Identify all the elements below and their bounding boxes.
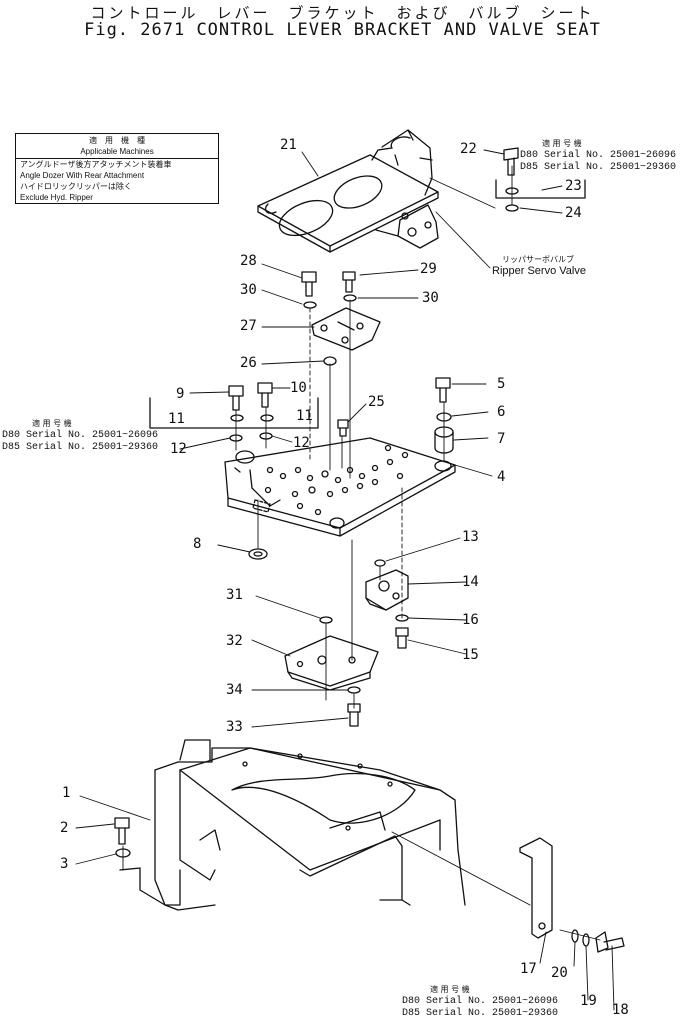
callout-12-left: 12 [170, 441, 187, 457]
callout-13: 13 [462, 529, 479, 545]
callout-4: 4 [497, 469, 506, 485]
applicable-line2-en: Exclude Hyd. Ripper [20, 193, 93, 202]
callout-30-left: 30 [240, 282, 257, 298]
serial-header-left: 適 用 号 機 [32, 419, 72, 428]
callout-34: 34 [226, 682, 243, 698]
callout-31: 31 [226, 587, 243, 603]
title-japanese: コントロール レバー ブラケット および バルブ シート [90, 4, 595, 22]
callout-32: 32 [226, 633, 243, 649]
applicable-machines-header: 適 用 機 種 Applicable Machines [16, 134, 218, 159]
serial-block-left: 適 用 号 機 D80 Serial No. 25001~26096 D85 S… [2, 418, 158, 454]
callout-5: 5 [497, 376, 506, 392]
applicable-line1-jp: アングルドーザ後方アタッチメント装着車 [20, 160, 172, 169]
callout-3: 3 [60, 856, 69, 872]
part-27-bracket-plate [311, 307, 381, 351]
part-32-bracket-plate [284, 635, 379, 691]
serial-header-top: 適 用 号 機 [542, 139, 582, 148]
applicable-line1-en: Angle Dozer With Rear Attachment [20, 171, 145, 180]
callout-10: 10 [290, 380, 307, 396]
part-1-lever-bracket-frame [119, 739, 466, 911]
callout-8: 8 [193, 536, 202, 552]
leader-lines [75, 149, 615, 1011]
part-4-main-plate [224, 437, 456, 537]
callout-29: 29 [420, 261, 437, 277]
serial-d80-bottom: D80 Serial No. 25001~26096 [402, 996, 559, 1007]
callout-17: 17 [520, 961, 537, 977]
callout-18: 18 [612, 1002, 629, 1018]
applicable-line2-jp: ハイドロリックリッパーは除く [20, 182, 132, 191]
callout-26: 26 [240, 355, 257, 371]
callout-22: 22 [460, 141, 477, 157]
callout-28: 28 [240, 253, 257, 269]
ripper-servo-valve-label-en: Ripper Servo Valve [492, 265, 586, 277]
callout-16: 16 [462, 612, 479, 628]
assembly-lines [122, 165, 601, 941]
part-17-l-bracket [519, 837, 553, 939]
callout-23: 23 [565, 178, 582, 194]
callout-12-right: 12 [293, 435, 310, 451]
ripper-servo-valve-label-jp: リッパサーボバルブ [502, 255, 574, 264]
callout-2: 2 [60, 820, 69, 836]
callout-20: 20 [551, 965, 568, 981]
grouping-brackets [149, 179, 586, 429]
callout-14: 14 [462, 574, 479, 590]
callout-24: 24 [565, 205, 582, 221]
callout-21: 21 [280, 137, 297, 153]
callout-11-left: 11 [168, 411, 185, 427]
applicable-machines-header-jp: 適 用 機 種 [89, 136, 145, 145]
callout-30-right: 30 [422, 290, 439, 306]
serial-d85-bottom: D85 Serial No. 25001~29360 [402, 1008, 559, 1019]
serial-header-bottom: 適 用 号 機 [430, 985, 470, 994]
part-21-valve-seat-plate [257, 129, 439, 253]
callout-1: 1 [62, 785, 71, 801]
callout-11-right: 11 [296, 408, 313, 424]
figure-title: Fig. 2671 CONTROL LEVER BRACKET AND VALV… [84, 20, 601, 40]
callout-6: 6 [497, 404, 506, 420]
callout-19: 19 [580, 993, 597, 1009]
callout-9: 9 [176, 386, 185, 402]
serial-d85-top: D85 Serial No. 25001~29360 [520, 162, 677, 173]
callout-25: 25 [368, 394, 385, 410]
serial-block-top: 適 用 号 機 D80 Serial No. 25001~26096 D85 S… [520, 138, 676, 174]
applicable-machines-header-en: Applicable Machines [80, 147, 154, 156]
serial-block-bottom: 適 用 号 機 D80 Serial No. 25001~26096 D85 S… [402, 984, 558, 1020]
serial-d80-top: D80 Serial No. 25001~26096 [520, 150, 677, 161]
callout-27: 27 [240, 318, 257, 334]
callout-33: 33 [226, 719, 243, 735]
serial-d80-left: D80 Serial No. 25001~26096 [2, 430, 159, 441]
part-14-valve-block [365, 569, 409, 611]
serial-d85-left: D85 Serial No. 25001~29360 [2, 442, 159, 453]
applicable-machines-box: 適 用 機 種 Applicable Machines アングルドーザ後方アタッ… [15, 133, 219, 204]
callout-7: 7 [497, 431, 506, 447]
callout-15: 15 [462, 647, 479, 663]
